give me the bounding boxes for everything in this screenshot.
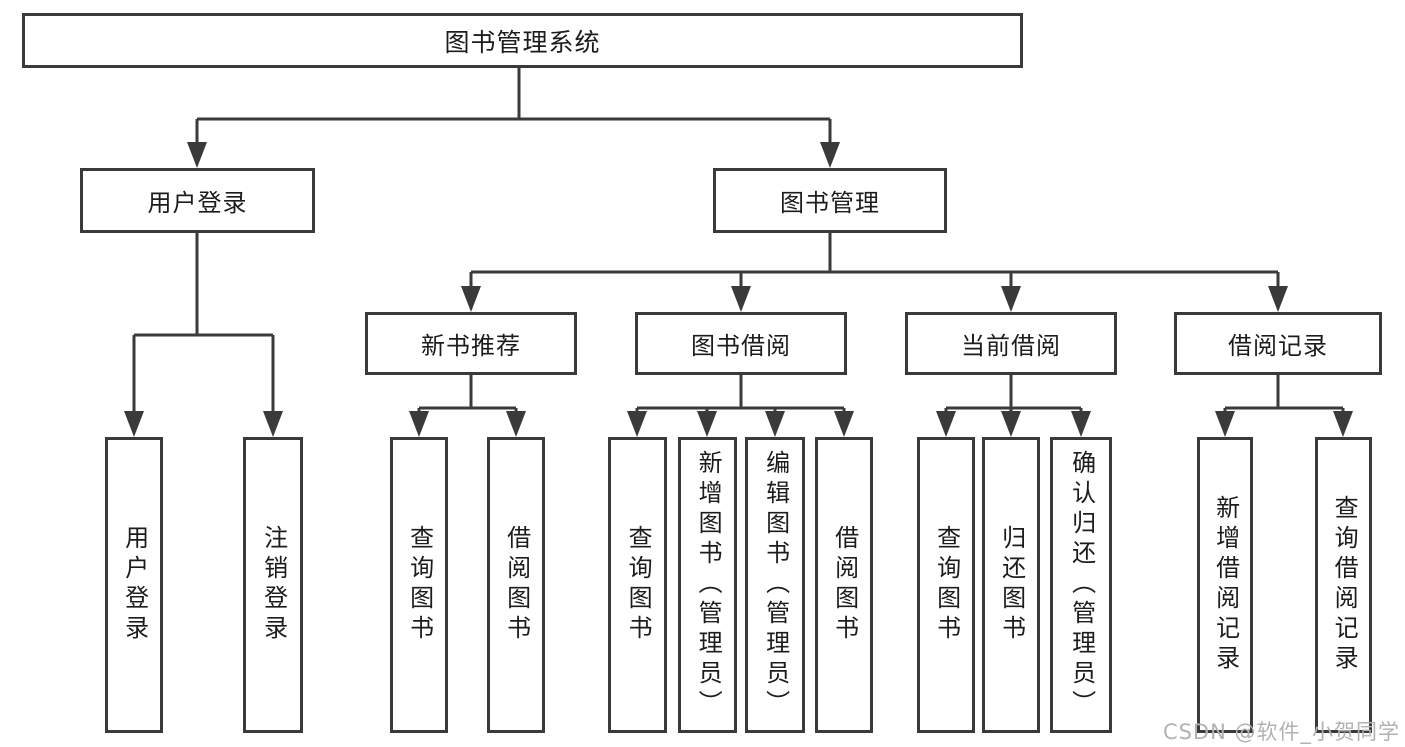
node-current-borrowing: 当前借阅 [905, 312, 1117, 375]
node-user-login: 用户登录 [80, 168, 315, 233]
leaf-label: 借阅图书 [830, 525, 859, 645]
leaf-label: 查询图书 [405, 525, 434, 645]
leaf-user-login: 用户登录 [105, 437, 163, 733]
watermark: CSDN @软件_小贺同学 [1162, 720, 1400, 744]
leaf-borrow-books: 借阅图书 [815, 437, 873, 733]
leaf-add-borrow-record: 新增借阅记录 [1197, 437, 1253, 733]
node-label: 用户登录 [147, 189, 248, 217]
node-label: 图书管理系统 [444, 27, 601, 57]
node-book-borrowing: 图书借阅 [635, 312, 847, 375]
node-borrowing-records: 借阅记录 [1174, 312, 1382, 375]
node-label: 新书推荐 [421, 332, 521, 360]
tree-edges [132, 68, 1345, 433]
leaf-query-books: 查询图书 [917, 437, 975, 733]
leaf-label: 新增图书（管理员） [694, 450, 723, 720]
leaf-label: 编辑图书（管理员） [761, 450, 790, 720]
leaf-label: 查询图书 [932, 525, 961, 645]
arrowhead-icons [124, 142, 1353, 437]
leaf-edit-books-admin: 编辑图书（管理员） [745, 437, 805, 733]
leaf-confirm-return-admin: 确认归还（管理员） [1050, 437, 1112, 733]
leaf-query-books: 查询图书 [390, 437, 448, 733]
leaf-label: 用户登录 [120, 525, 149, 645]
leaf-label: 归还图书 [997, 525, 1026, 645]
node-label: 借阅记录 [1228, 332, 1328, 360]
leaf-borrow-books: 借阅图书 [487, 437, 545, 733]
node-library-management-system: 图书管理系统 [22, 13, 1023, 68]
node-new-book-recommendation: 新书推荐 [365, 312, 577, 375]
leaf-return-books: 归还图书 [982, 437, 1040, 733]
leaf-label: 借阅图书 [502, 525, 531, 645]
leaf-label: 查询图书 [624, 525, 653, 645]
leaf-label: 新增借阅记录 [1211, 495, 1240, 675]
node-label: 图书借阅 [691, 332, 791, 360]
node-label: 当前借阅 [961, 332, 1061, 360]
leaf-add-books-admin: 新增图书（管理员） [678, 437, 737, 733]
node-book-management: 图书管理 [713, 168, 947, 233]
leaf-query-borrow-record: 查询借阅记录 [1315, 437, 1372, 733]
leaf-label: 确认归还（管理员） [1067, 450, 1096, 720]
leaf-query-books: 查询图书 [608, 437, 667, 733]
leaf-label: 注销登录 [259, 525, 288, 645]
leaf-logout: 注销登录 [243, 437, 303, 733]
node-label: 图书管理 [780, 189, 880, 217]
leaf-label: 查询借阅记录 [1330, 495, 1359, 675]
